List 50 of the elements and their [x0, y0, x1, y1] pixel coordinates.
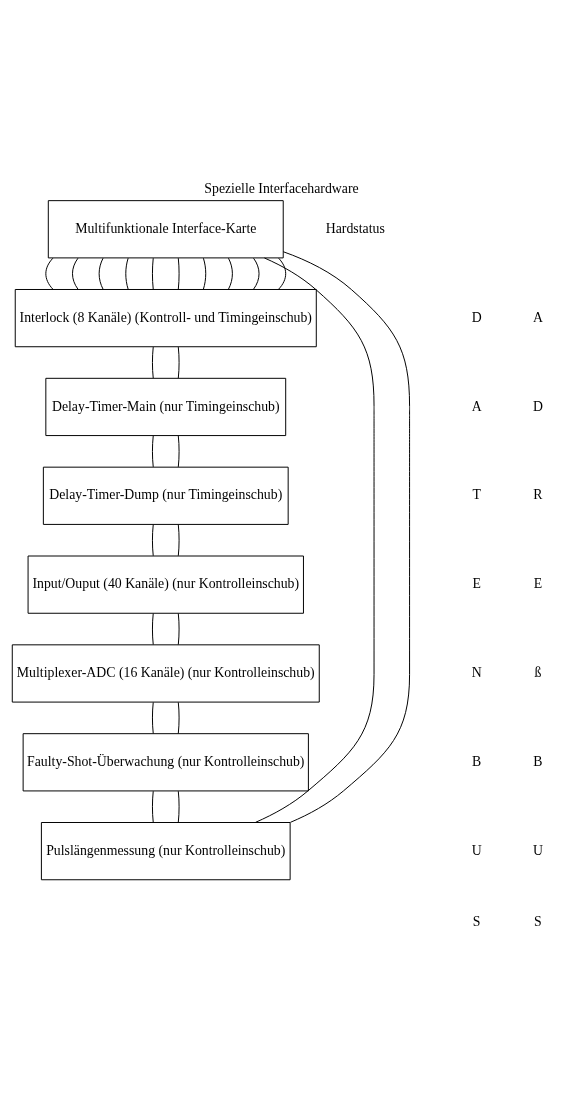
connector [282, 251, 411, 823]
connector [151, 613, 154, 646]
connector [177, 435, 180, 468]
connector [177, 701, 180, 734]
connector [227, 257, 233, 290]
connector [151, 435, 154, 468]
connector [151, 346, 154, 379]
label: Hardstatus [325, 220, 385, 236]
label: U [532, 842, 543, 858]
label: A [471, 398, 482, 414]
connector [278, 257, 287, 290]
connector [125, 257, 129, 290]
label: U [471, 842, 482, 858]
node-box: Interlock (8 Kanäle) (Kontroll- und Timingeinschub) [14, 289, 317, 348]
label: N [471, 665, 482, 681]
connector [45, 257, 54, 290]
connector [177, 257, 180, 290]
node-box: Delay-Timer-Dump (nur Timingeinschub) [42, 466, 289, 525]
node-box: Multiplexer-ADC (16 Kanäle) (nur Kontrolleinschub) [11, 644, 320, 703]
label: A [532, 309, 543, 325]
connector [151, 790, 154, 823]
connector [177, 524, 180, 557]
connector [151, 701, 154, 734]
connector [72, 257, 79, 290]
connector [202, 257, 207, 290]
node-box: Input/Ouput (40 Kanäle) (nur Kontrolleinschub) [27, 555, 304, 614]
diagram-title: Spezielle Interfacehardware [204, 180, 359, 196]
label: T [472, 487, 481, 503]
label: E [533, 576, 543, 592]
node-box: Multifunktionale Interface-Karte [47, 200, 284, 259]
label: B [472, 753, 482, 769]
label: R [533, 487, 543, 503]
label: S [472, 914, 481, 930]
connector [151, 524, 154, 557]
node-box: Faulty-Shot-Überwachung (nur Kontrolleinschub) [22, 733, 309, 792]
connector [151, 257, 154, 290]
connector [177, 613, 180, 646]
connector [177, 346, 180, 379]
label: S [534, 914, 542, 930]
connector [98, 257, 104, 290]
node-box: Delay-Timer-Main (nur Timingeinschub) [45, 377, 287, 437]
label: ß [534, 665, 542, 681]
connector [177, 790, 180, 823]
label: D [471, 309, 482, 325]
connector [255, 257, 375, 823]
label: B [533, 753, 543, 769]
label: D [532, 398, 543, 414]
node-box: Pulslängenmessung (nur Kontrolleinschub) [40, 822, 291, 881]
connector [253, 257, 260, 290]
label: E [472, 576, 481, 592]
